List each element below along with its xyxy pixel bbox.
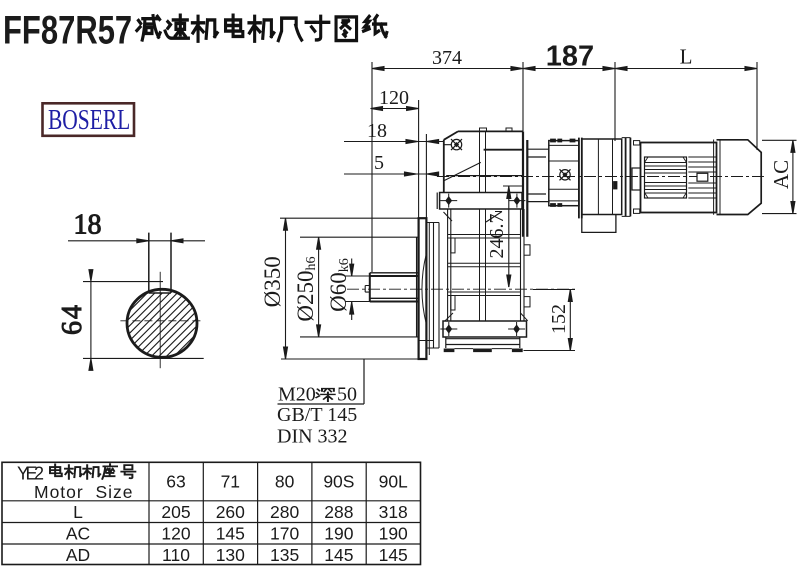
svg-text:BOSERL: BOSERL xyxy=(48,103,130,136)
svg-text:DIN 332: DIN 332 xyxy=(277,426,348,448)
svg-text:M20: M20 xyxy=(278,384,316,406)
svg-text:Motor Size: Motor Size xyxy=(34,482,134,502)
svg-text:Ø350: Ø350 xyxy=(260,256,285,307)
svg-text:374: 374 xyxy=(432,47,462,69)
svg-text:L: L xyxy=(680,45,693,69)
svg-text:110: 110 xyxy=(162,545,190,565)
svg-text:63: 63 xyxy=(166,472,185,492)
svg-text:318: 318 xyxy=(379,502,408,522)
svg-text:205: 205 xyxy=(161,502,190,522)
svg-text:120: 120 xyxy=(161,524,190,544)
svg-text:L: L xyxy=(73,502,83,522)
svg-text:AC: AC xyxy=(66,524,90,544)
svg-text:AD: AD xyxy=(66,545,90,565)
svg-text:187: 187 xyxy=(546,41,594,73)
svg-text:71: 71 xyxy=(221,472,240,492)
svg-text:190: 190 xyxy=(324,524,353,544)
svg-text:135: 135 xyxy=(270,545,299,565)
svg-text:152: 152 xyxy=(548,304,570,334)
svg-text:145: 145 xyxy=(216,524,245,544)
svg-text:18: 18 xyxy=(74,210,102,241)
svg-text:18: 18 xyxy=(367,120,387,142)
svg-text:145: 145 xyxy=(324,545,353,565)
svg-text:90L: 90L xyxy=(379,472,408,492)
svg-text:170: 170 xyxy=(270,524,299,544)
svg-text:288: 288 xyxy=(324,502,353,522)
svg-text:FF87R57: FF87R57 xyxy=(3,8,132,53)
svg-text:50: 50 xyxy=(337,384,357,406)
svg-text:5: 5 xyxy=(374,152,384,174)
svg-text:64: 64 xyxy=(57,303,88,335)
svg-text:YE2: YE2 xyxy=(17,464,44,484)
svg-text:120: 120 xyxy=(379,87,409,109)
svg-text:280: 280 xyxy=(270,502,299,522)
svg-text:145: 145 xyxy=(379,545,408,565)
svg-text:80: 80 xyxy=(275,472,295,492)
svg-text:AC: AC xyxy=(769,160,793,189)
svg-text:246.7: 246.7 xyxy=(486,214,508,259)
svg-text:130: 130 xyxy=(216,545,245,565)
svg-text:90S: 90S xyxy=(323,472,354,492)
svg-text:260: 260 xyxy=(216,502,245,522)
svg-text:190: 190 xyxy=(379,524,408,544)
svg-text:GB/T 145: GB/T 145 xyxy=(277,404,357,426)
